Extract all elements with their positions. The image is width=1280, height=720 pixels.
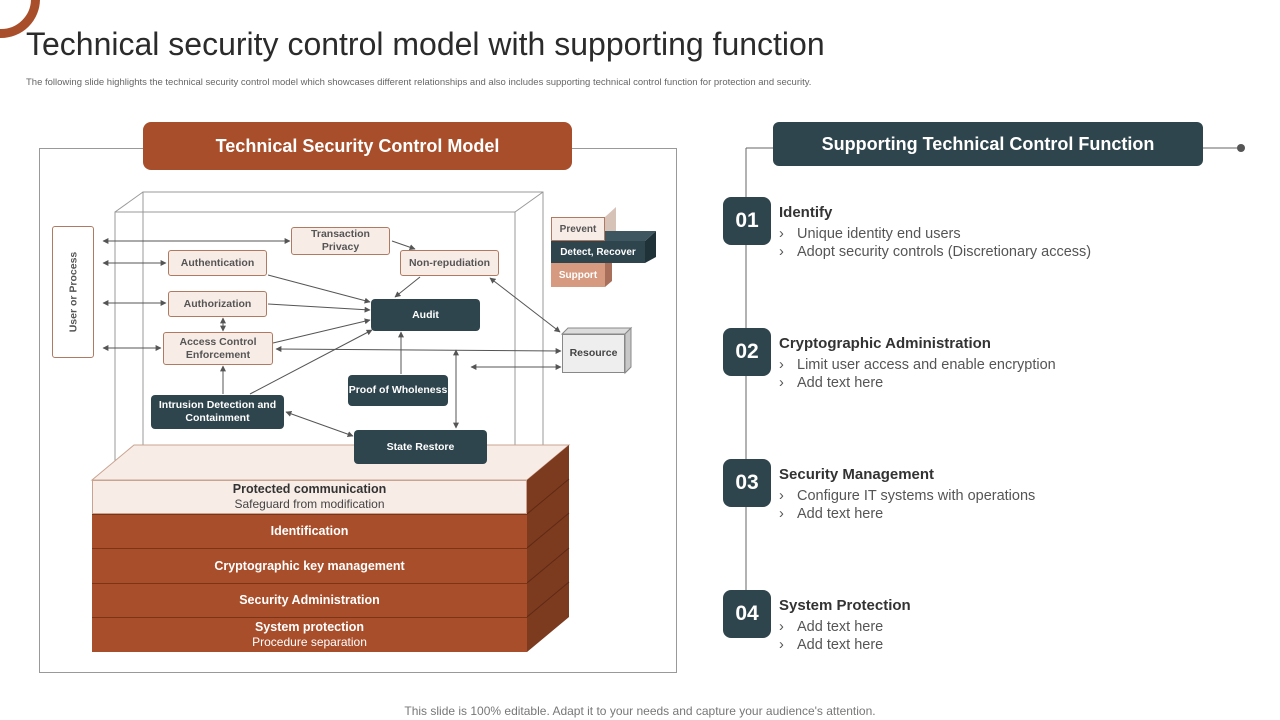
layer-security-administration: Security Administration <box>92 583 527 617</box>
node-transaction-privacy: Transaction Privacy <box>291 227 390 255</box>
layer-system-protection: System protection Procedure separation <box>92 617 527 652</box>
node-authorization: Authorization <box>168 291 267 317</box>
step-number-badge: 04 <box>723 590 771 638</box>
bullet-text: Configure IT systems with operations <box>797 488 1036 504</box>
node-proof-of-wholeness: Proof of Wholeness <box>348 375 448 406</box>
bullet-text: Limit user access and enable encryption <box>797 357 1056 373</box>
step-bullet: › Adopt security controls (Discretionary … <box>779 244 1091 260</box>
node-resource: Resource <box>562 334 625 373</box>
bullet-text: Add text here <box>797 619 884 635</box>
step-title: Security Management <box>779 466 935 483</box>
layer-subtitle: Procedure separation <box>252 635 367 650</box>
legend-support: Support <box>551 263 605 287</box>
bullet-text: Add text here <box>797 375 884 391</box>
step-title: Identify <box>779 204 833 221</box>
step-title: Cryptographic Administration <box>779 335 991 352</box>
function-header: Supporting Technical Control Function <box>773 122 1203 166</box>
step-number-badge: 01 <box>723 197 771 245</box>
layer-title: System protection <box>254 620 365 635</box>
node-authentication: Authentication <box>168 250 267 276</box>
step-title: System Protection <box>779 597 911 614</box>
node-non-repudiation: Non-repudiation <box>400 250 499 276</box>
step-number-badge: 03 <box>723 459 771 507</box>
legend-detect-recover: Detect, Recover <box>551 241 645 263</box>
layer-protected-communication: Protected communication Safeguard from m… <box>92 480 527 514</box>
chevron-right-icon: › <box>779 244 784 260</box>
model-header: Technical Security Control Model <box>143 122 572 170</box>
layer-subtitle: Safeguard from modification <box>234 497 385 512</box>
step-bullet: › Add text here <box>779 375 883 391</box>
node-audit: Audit <box>371 299 480 331</box>
node-intrusion-detection: Intrusion Detection and Containment <box>151 395 284 429</box>
chevron-right-icon: › <box>779 357 784 373</box>
step-number-badge: 02 <box>723 328 771 376</box>
step-bullet: › Unique identity end users <box>779 226 961 242</box>
legend-prevent: Prevent <box>551 217 605 241</box>
chevron-right-icon: › <box>779 226 784 242</box>
step-bullet: › Limit user access and enable encryption <box>779 357 1056 373</box>
slide-subtitle: The following slide highlights the techn… <box>26 77 812 88</box>
layer-title: Security Administration <box>239 593 380 608</box>
bullet-text: Add text here <box>797 506 884 522</box>
layer-identification: Identification <box>92 514 527 548</box>
step-bullet: › Add text here <box>779 506 883 522</box>
chevron-right-icon: › <box>779 488 784 504</box>
slide-title: Technical security control model with su… <box>26 26 825 62</box>
layer-title: Cryptographic key management <box>214 558 405 573</box>
user-or-process-box: User or Process <box>52 226 94 358</box>
step-bullet: › Add text here <box>779 637 883 653</box>
bullet-text: Unique identity end users <box>797 226 961 242</box>
bullet-text: Add text here <box>797 637 884 653</box>
chevron-right-icon: › <box>779 506 784 522</box>
layer-cryptographic-key-management: Cryptographic key management <box>92 548 527 583</box>
layer-title: Protected communication <box>232 482 387 497</box>
layer-title: Identification <box>270 524 349 539</box>
chevron-right-icon: › <box>779 619 784 635</box>
node-access-control: Access Control Enforcement <box>163 332 273 365</box>
step-bullet: › Configure IT systems with operations <box>779 488 1035 504</box>
chevron-right-icon: › <box>779 637 784 653</box>
slide-footer: This slide is 100% editable. Adapt it to… <box>404 704 876 718</box>
bullet-text: Adopt security controls (Discretionary a… <box>797 244 1092 260</box>
node-state-restore: State Restore <box>354 430 487 464</box>
chevron-right-icon: › <box>779 375 784 391</box>
user-or-process-label: User or Process <box>67 251 80 333</box>
step-bullet: › Add text here <box>779 619 883 635</box>
